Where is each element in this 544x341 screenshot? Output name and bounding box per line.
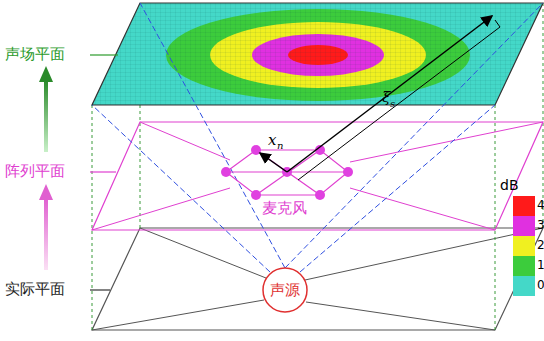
array-plane-diagonals (92, 122, 543, 230)
symbol: ξ (382, 90, 390, 105)
subscript: s (390, 99, 395, 109)
up-arrow (44, 198, 48, 270)
projection-rays (92, 3, 543, 272)
mic-label: 麦克风 (262, 201, 307, 216)
unit-label: dB (500, 178, 519, 192)
mic-links (226, 150, 348, 195)
symbol: x (268, 133, 276, 148)
up-arrow-head (39, 184, 53, 200)
plane-label: 实际平面 (5, 282, 65, 297)
plane-label: 声场平面 (5, 47, 65, 62)
sound-field-plane (92, 3, 543, 105)
tick-label: 4 (537, 199, 544, 211)
leader-line (90, 171, 116, 172)
leader-line (90, 54, 118, 55)
plane-diagonals (92, 228, 543, 330)
actual-plane (92, 228, 543, 330)
tick-label: 2 (537, 239, 544, 251)
tick-label: 1 (537, 259, 544, 271)
up-arrow-head (39, 66, 53, 82)
vector-bracket (298, 20, 500, 180)
tick-label: 3 (537, 219, 544, 231)
colour-bar (513, 196, 535, 296)
subscript: n (277, 141, 283, 151)
direction-vector (287, 16, 492, 172)
source-label: 声源 (270, 283, 300, 298)
tick-label: 0 (537, 279, 544, 291)
up-arrow (44, 80, 48, 152)
plane-label: 阵列平面 (5, 164, 65, 179)
mic-vector (260, 153, 287, 172)
leader-line (90, 289, 110, 290)
sound-field-map (90, 0, 544, 110)
source-circle: 声源 (262, 267, 308, 313)
array-plane (92, 122, 543, 230)
